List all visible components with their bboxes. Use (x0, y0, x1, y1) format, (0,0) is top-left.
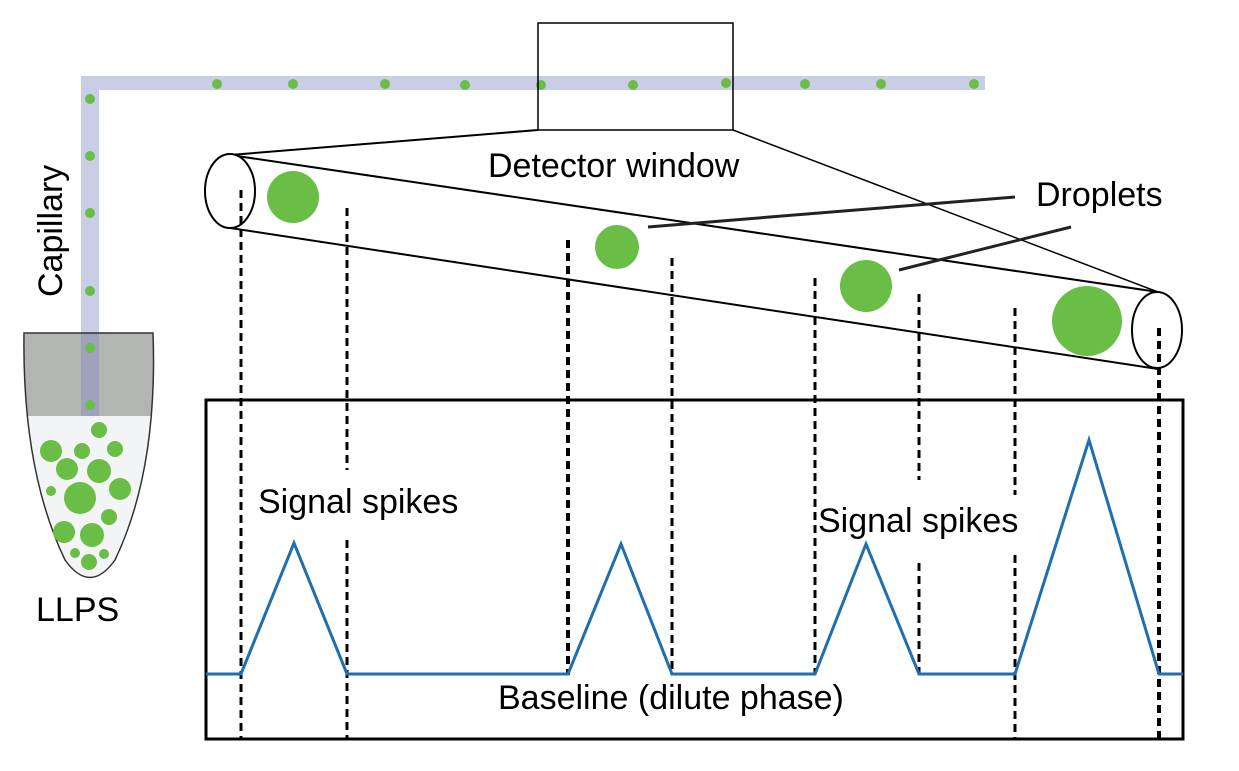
capillary-droplet (85, 151, 95, 161)
dashed-guides (239, 190, 1161, 739)
capillary-droplet (85, 400, 95, 410)
condensate-droplet (109, 478, 131, 500)
droplets-label: Droplets (1036, 176, 1163, 214)
capillary-droplet (876, 79, 886, 89)
condensate-droplet (56, 458, 78, 480)
capillary-droplet (969, 79, 979, 89)
zoom-line-left (229, 129, 539, 156)
capillary-droplet (628, 80, 638, 90)
capillary-droplet (85, 208, 95, 218)
droplet-2 (595, 225, 639, 269)
condensate-droplet (107, 441, 123, 457)
capillary-droplet (721, 78, 731, 88)
condensate-droplet (87, 459, 111, 483)
condensate-droplet (64, 482, 96, 514)
signal-spikes-label-1: Signal spikes (258, 483, 458, 521)
capillary-droplet (800, 79, 810, 89)
cylinder-bottom-edge (229, 227, 1159, 370)
sample-tube (23, 332, 155, 579)
tube-outline (23, 332, 155, 579)
capillary-droplet (288, 79, 298, 89)
condensate-droplet (46, 486, 56, 496)
capillary-label: Capillary (32, 165, 70, 297)
condensate-droplet (40, 440, 62, 462)
llps-label: LLPS (36, 591, 119, 629)
signal-plot-frame (204, 398, 1185, 741)
capillary-droplet (380, 79, 390, 89)
capillary-inside-tube (81, 333, 99, 416)
condensate-droplet (80, 523, 104, 547)
signal-trace (206, 434, 1183, 676)
condensate-droplet (70, 548, 80, 558)
droplets-pointer-2 (898, 225, 1072, 272)
capillary-droplet (85, 343, 95, 353)
condensate-droplet (91, 422, 107, 438)
zoom-line-right (732, 129, 1159, 293)
baseline-label: Baseline (dilute phase) (498, 679, 844, 717)
capillary-droplet (212, 79, 222, 89)
condensate-droplet (81, 554, 97, 570)
capillary-droplet (460, 80, 470, 90)
capillary-droplet (85, 94, 95, 104)
condensate-droplet (101, 509, 117, 525)
condensate-droplet (74, 443, 90, 459)
droplet-3 (840, 260, 892, 312)
capillary-droplets (85, 78, 979, 296)
condensate-droplet (53, 521, 75, 543)
droplets-pointer-1 (647, 195, 1016, 229)
capillary-vertical (81, 76, 99, 412)
condensate-droplet (99, 549, 109, 559)
capillary-droplet (85, 286, 95, 296)
detector-window-box (537, 22, 734, 131)
cylinder-left-end (204, 153, 256, 229)
condensate-droplets (40, 422, 131, 570)
detector-window-label: Detector window (488, 147, 740, 185)
magnified-droplets (267, 171, 1122, 356)
signal-spikes-label-2: Signal spikes (818, 502, 1018, 540)
droplet-4 (1052, 286, 1122, 356)
capillary-horizontal (81, 76, 985, 90)
droplet-1 (267, 171, 319, 223)
capillary (81, 76, 985, 412)
